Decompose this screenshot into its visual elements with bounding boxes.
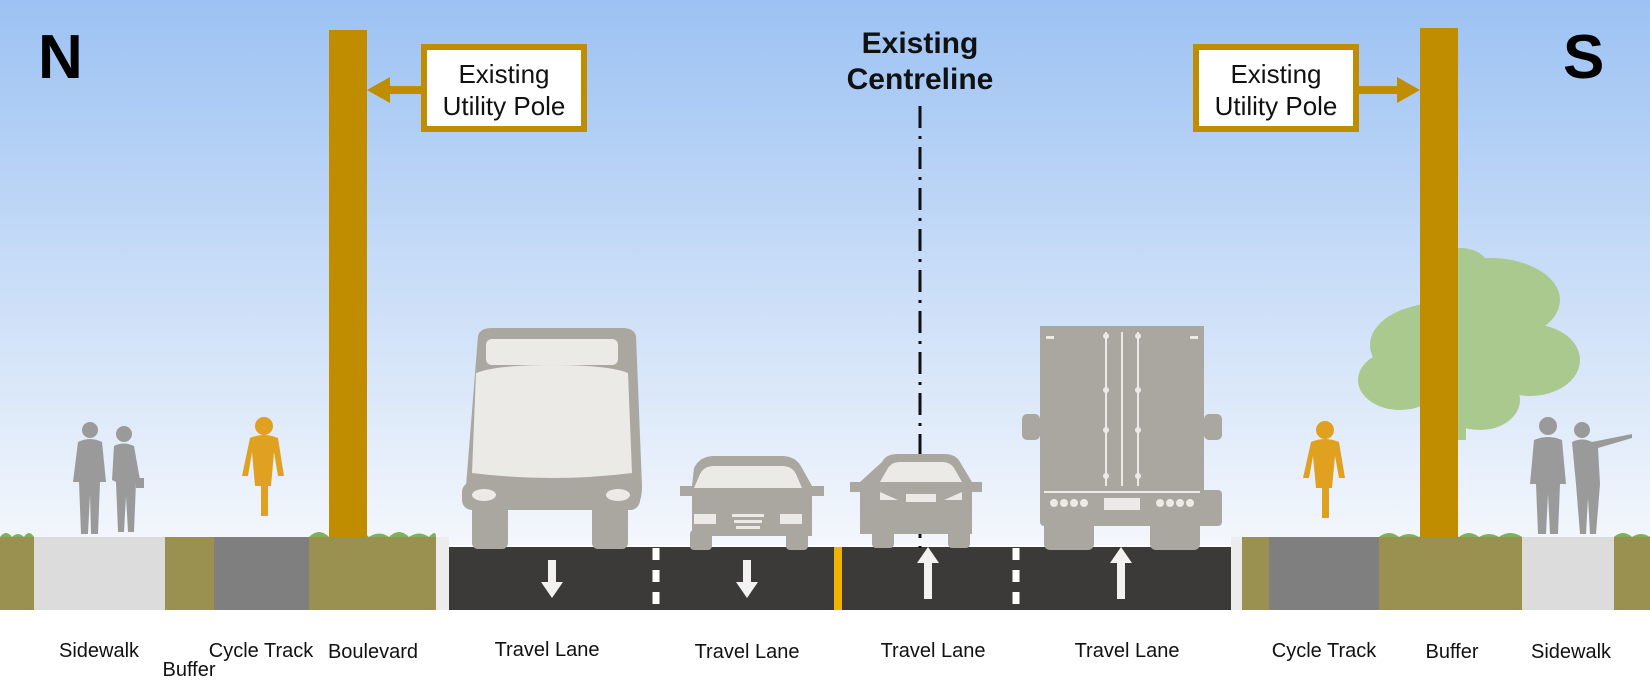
- ground-strips: [0, 532, 1650, 610]
- sidewalk-s-surface: [1522, 537, 1614, 610]
- zone-label-sidewalk-n: Sidewalk: [58, 640, 140, 662]
- utility-pole-callout-n: Existing Utility Pole: [421, 44, 587, 132]
- car-icon: [850, 454, 982, 548]
- zone-label-cycle-track-n: Cycle Track: [208, 640, 314, 662]
- lane-markings: [652, 547, 1020, 610]
- callout-line2: Utility Pole: [1214, 91, 1338, 121]
- arrow-up-icon: [1110, 547, 1132, 599]
- utility-pole-callout-s: Existing Utility Pole: [1193, 44, 1359, 132]
- car-icon: [680, 456, 824, 550]
- zone-label-travel-lane-4: Travel Lane: [1074, 640, 1180, 662]
- callout-line1: Existing: [458, 59, 550, 89]
- callout-arrow-right: [1359, 77, 1420, 103]
- cycle-track-n-surface: [214, 537, 309, 610]
- zone-label-cycle-track-s: Cycle Track: [1271, 640, 1377, 662]
- buffer-strip-edge-n: [0, 537, 34, 610]
- buffer-n-surface: [165, 537, 214, 610]
- truck-icon: [1022, 326, 1222, 550]
- zone-label-travel-lane-2: Travel Lane: [694, 641, 800, 663]
- curb-s: [1231, 537, 1242, 610]
- zone-label-boulevard-n: Boulevard: [327, 641, 419, 663]
- cyclist-icon: [242, 417, 284, 516]
- arrow-down-icon: [541, 560, 563, 598]
- centreline-line2: Centreline: [846, 63, 994, 96]
- arrow-down-icon: [736, 560, 758, 598]
- utility-pole-s: [1420, 28, 1458, 537]
- zone-label-buffer-s: Buffer: [1425, 641, 1479, 663]
- centreline-callout: Existing Centreline: [800, 26, 1040, 98]
- buffer-s-surface: [1379, 537, 1522, 610]
- boulevard-n-surface: [309, 537, 436, 610]
- centre-yellow-line: [834, 547, 842, 610]
- centreline-line1: Existing: [861, 27, 979, 60]
- zone-label-sidewalk-s: Sidewalk: [1530, 641, 1612, 663]
- bus-icon: [462, 328, 642, 549]
- zone-label-buffer-n: Buffer: [162, 659, 216, 681]
- buffer-strip-edge-s: [1614, 537, 1650, 610]
- curb-n: [436, 537, 449, 610]
- zone-label-travel-lane-1: Travel Lane: [494, 639, 600, 661]
- cycle-track-s-surface: [1269, 537, 1379, 610]
- zone-label-travel-lane-3: Travel Lane: [880, 640, 986, 662]
- callout-arrow-left: [367, 77, 424, 103]
- arrow-up-icon: [917, 547, 939, 599]
- utility-pole-n: [329, 30, 367, 537]
- buffer-strip-s-edge: [1242, 537, 1269, 610]
- north-label: N: [38, 23, 83, 92]
- sidewalk-n-surface: [34, 537, 165, 610]
- callout-line2: Utility Pole: [442, 91, 566, 121]
- pedestrian-icon: [73, 422, 144, 534]
- pedestrian-icon: [1530, 417, 1632, 534]
- cyclist-icon: [1303, 421, 1345, 518]
- callout-line1: Existing: [1230, 59, 1322, 89]
- south-label: S: [1563, 23, 1605, 92]
